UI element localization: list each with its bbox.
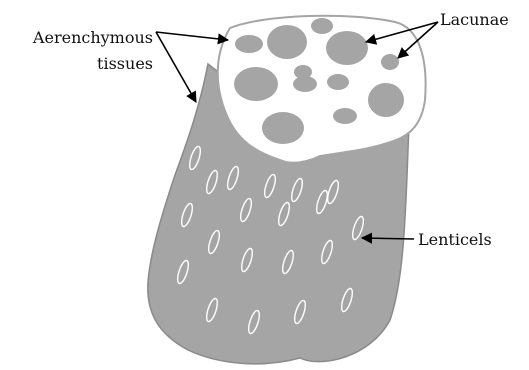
aerenchyma-arrow-to-cut-edge: [156, 32, 228, 40]
lacuna: [262, 112, 304, 144]
lacuna: [235, 35, 263, 53]
lacuna: [333, 108, 357, 124]
aerenchymous-label-line1: Aerenchymous: [32, 28, 153, 47]
lacunae-label: Lacunae: [440, 10, 509, 29]
lacuna: [311, 18, 333, 34]
lacuna: [381, 54, 399, 70]
lenticels-label: Lenticels: [418, 230, 492, 249]
lacuna: [368, 83, 404, 117]
lacuna: [267, 25, 307, 59]
lenticels-arrow: [362, 238, 414, 239]
lacuna: [327, 74, 349, 90]
lacuna: [293, 76, 317, 92]
aerenchymous-label-line2: tissues: [97, 54, 153, 73]
lacuna: [326, 31, 368, 65]
aerenchyma-arrow-to-stem: [156, 32, 196, 102]
lacuna: [234, 67, 278, 101]
